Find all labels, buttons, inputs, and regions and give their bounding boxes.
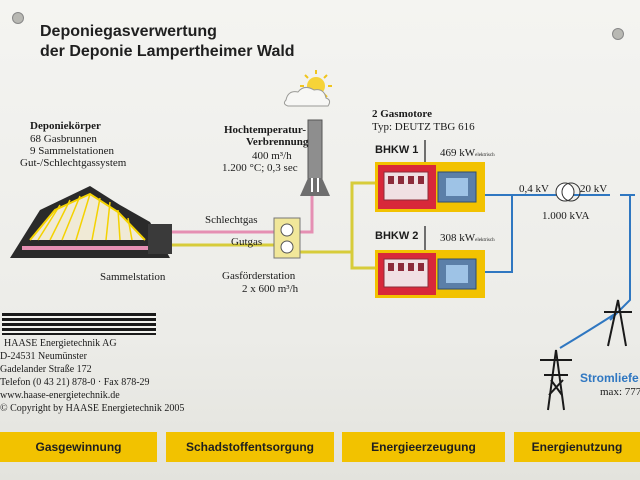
- gas-conveyor-icon: [273, 217, 301, 259]
- bhkw-2-power: 308 kWelektrisch: [440, 232, 495, 244]
- bar-energienutzung: Energienutzung: [514, 432, 640, 462]
- deponie-line: 68 Gasbrunnen: [30, 133, 97, 145]
- voltage-high: 20 kV: [580, 183, 608, 195]
- deponie-heading: Deponiekörper: [30, 120, 101, 132]
- company-info: HAASE Energietechnik AG D-24531 Neumünst…: [0, 338, 185, 414]
- screw: [12, 12, 24, 24]
- stromlieferung-max: max: 777: [600, 386, 640, 398]
- deponie-line: Gut-/Schlechtgassystem: [20, 157, 127, 169]
- company-logo: [2, 313, 156, 335]
- bhkw-1-power: 469 kWelektrisch: [440, 147, 495, 159]
- verbrennung-heading: Verbrennung: [246, 136, 309, 148]
- landfill-icon: [10, 186, 172, 258]
- bar-gasgewinnung: Gasgewinnung: [0, 432, 157, 462]
- bar-energieerzeugung: Energieerzeugung: [342, 432, 505, 462]
- bhkw-2-unit: [375, 250, 485, 298]
- board-title: Deponiegasverwertung der Deponie Lampert…: [40, 23, 295, 60]
- bhkw-1-label: BHKW 1: [375, 144, 419, 156]
- bhkw-2-label: BHKW 2: [375, 230, 419, 242]
- bhkw-1-unit: [375, 162, 485, 212]
- verbrennung-heading: Hochtemperatur-: [224, 124, 307, 136]
- gutgas-label: Gutgas: [231, 236, 263, 248]
- verbrennung-line: 1.200 °C; 0,3 sec: [222, 162, 298, 174]
- transformer-icon: [555, 182, 581, 202]
- cloud-icon: [283, 86, 331, 107]
- voltage-low: 0,4 kV: [519, 183, 549, 195]
- stromlieferung-label: Stromliefe: [580, 371, 639, 385]
- foerderstation-label: Gasförderstation: [222, 270, 296, 282]
- power-pylon-icon: [540, 299, 632, 411]
- gasmotore-type: Typ: DEUTZ TBG 616: [372, 121, 475, 133]
- sammelstation-label: Sammelstation: [100, 271, 166, 283]
- transformer-rating: 1.000 kVA: [542, 210, 590, 222]
- deponie-line: 9 Sammelstationen: [30, 145, 115, 157]
- schlechtgas-label: Schlechtgas: [205, 214, 258, 226]
- bar-schadstoffentsorgung: Schadstoffentsorgung: [166, 432, 334, 462]
- verbrennung-line: 400 m³/h: [252, 150, 292, 162]
- flare-stack-icon: [300, 119, 330, 196]
- foerderstation-capacity: 2 x 600 m³/h: [242, 283, 299, 295]
- screw: [612, 28, 624, 40]
- gasmotore-heading: 2 Gasmotore: [372, 108, 432, 120]
